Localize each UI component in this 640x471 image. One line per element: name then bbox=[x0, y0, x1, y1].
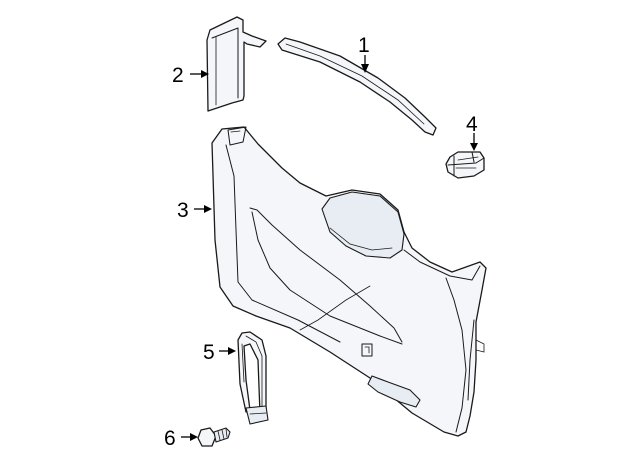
callout-4: 4 bbox=[466, 113, 478, 136]
part-1-upper-trim bbox=[277, 37, 437, 136]
callout-2: 2 bbox=[172, 64, 184, 87]
callout-6: 6 bbox=[164, 427, 176, 450]
leader-6 bbox=[181, 433, 198, 441]
part-5-strap bbox=[237, 331, 269, 425]
leader-4 bbox=[470, 133, 478, 151]
callout-5: 5 bbox=[203, 341, 215, 364]
callout-1: 1 bbox=[358, 34, 370, 57]
leader-3 bbox=[194, 205, 212, 213]
leader-2 bbox=[190, 70, 209, 78]
leader-1 bbox=[361, 55, 369, 73]
part-6-screw bbox=[197, 427, 231, 447]
leader-5 bbox=[219, 347, 236, 355]
callout-3: 3 bbox=[177, 199, 189, 222]
part-3-trim-panel bbox=[211, 126, 487, 437]
part-4-clip bbox=[445, 151, 485, 179]
part-2-pillar-trim bbox=[206, 16, 267, 112]
